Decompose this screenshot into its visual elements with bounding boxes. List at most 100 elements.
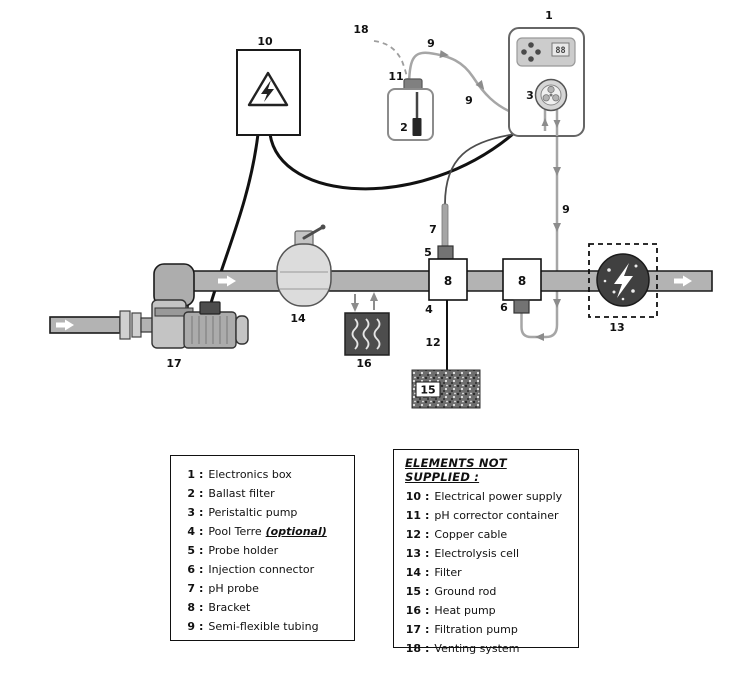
flow-arrow-inlet-icon [56, 319, 74, 331]
legend-item-number: 1 [187, 468, 195, 481]
legend-separator: : [199, 506, 204, 519]
legend-item-number: 14 [405, 566, 421, 579]
legend-item-label: Filtration pump [434, 623, 518, 636]
legend-separator: : [425, 490, 430, 503]
legend-item: 2:Ballast filter [185, 484, 348, 503]
label-filter: 14 [290, 312, 306, 325]
heat-pump-flow-arrows [351, 292, 378, 312]
legend-item-label: pH corrector container [434, 509, 559, 522]
heat-pump [344, 312, 390, 356]
flow-up-arrow-icon [541, 118, 549, 126]
legend-item-label: Semi-flexible tubing [208, 620, 319, 633]
legend-not-supplied: ELEMENTS NOT SUPPLIED : 10:Electrical po… [393, 449, 579, 655]
rotor-rollers [542, 85, 560, 102]
bracket-2 [502, 258, 542, 301]
flow-arrow-tube-icon [553, 167, 561, 176]
pump-motor-fins [191, 316, 228, 344]
flow-arrow-tube-icon [475, 80, 485, 90]
legend-separator: : [199, 582, 204, 595]
flow-arrow-tube-icon [535, 333, 544, 341]
legend-separator: : [425, 585, 430, 598]
legend-separator: : [199, 487, 204, 500]
legend-item: 12:Copper cable [405, 525, 572, 544]
bubbles-icon [603, 264, 638, 301]
heat-waves-icon [351, 318, 381, 350]
ground-rod-label-box [415, 381, 441, 398]
legend-separator: : [425, 642, 430, 655]
legend-item-label: Injection connector [208, 563, 315, 576]
pump-head [151, 299, 187, 349]
power-supply-box [236, 49, 301, 136]
legend-item-label: Electrical power supply [434, 490, 563, 503]
pump-union-fitting [131, 312, 142, 338]
label-heat-pump: 16 [356, 357, 372, 370]
legend-item-number: 18 [405, 642, 421, 655]
legend-separator: : [425, 566, 430, 579]
legend-item: 3:Peristaltic pump [185, 503, 348, 522]
legend-item: 14:Filter [405, 563, 572, 582]
injection-tube [520, 136, 561, 341]
legend-item-number: 11 [405, 509, 421, 522]
electrolysis-cell [588, 243, 658, 318]
legend-item-label: Probe holder [208, 544, 279, 557]
legend-item-number: 2 [187, 487, 195, 500]
label-tubing-2: 9 [465, 94, 473, 107]
label-ph-probe: 7 [429, 223, 437, 236]
flow-down-arrow-icon [553, 120, 561, 128]
flow-arrow-tube-icon [553, 299, 561, 308]
legend-item-label: Pool Terre [208, 525, 262, 538]
label-pool-terre: 4 [425, 303, 433, 316]
label-probe-holder: 5 [424, 246, 432, 259]
ground-rod [411, 369, 481, 409]
container-body [387, 88, 434, 141]
legend-separator: : [199, 601, 204, 614]
legend-item-label: Ground rod [434, 585, 497, 598]
legend-item-number: 15 [405, 585, 421, 598]
pump-terminal-box [199, 301, 221, 315]
venting-line [373, 40, 410, 87]
flow-arrow-main-icon [218, 275, 236, 287]
electrolysis-cell-boundary [588, 243, 658, 318]
injection-connector [513, 299, 530, 314]
display-screen [551, 42, 570, 57]
filter [276, 224, 332, 307]
legend-item: 15: Ground rod [405, 582, 572, 601]
legend-item-number: 8 [187, 601, 195, 614]
label-bracket-1: 8 [444, 274, 452, 288]
legend-item-number: 13 [405, 547, 421, 560]
filter-valve-knob [320, 224, 326, 230]
legend-separator: : [199, 563, 204, 576]
legend-item: 10:Electrical power supply [405, 487, 572, 506]
rotor-axle [549, 93, 553, 97]
legend-separator: : [425, 623, 430, 636]
control-buttons [521, 42, 541, 62]
label-tubing-3: 9 [562, 203, 570, 216]
label-copper-cable: 12 [425, 336, 440, 349]
legend-item: 7:pH probe [185, 579, 348, 598]
legend-item: 4:Pool Terre(optional) [185, 522, 348, 541]
diagram-labels: 1 10 18 9 11 2 3 9 9 7 5 8 8 4 6 12 15 1… [166, 9, 624, 397]
label-electronics-box: 1 [545, 9, 553, 22]
bracket-1 [428, 258, 468, 301]
pump-union-fitting [119, 310, 131, 340]
flow-arrow-outlet-icon [674, 275, 692, 287]
legend-item: 11:pH corrector container [405, 506, 572, 525]
filter-tank [276, 243, 332, 307]
legend-item-number: 4 [187, 525, 195, 538]
ph-probe [441, 203, 449, 249]
legend-separator: : [199, 544, 204, 557]
ballast-filter [412, 118, 422, 136]
legend-item-label: Electronics box [208, 468, 292, 481]
legend-item-number: 17 [405, 623, 421, 636]
legend-separator: : [199, 620, 204, 633]
legend-item-number: 9 [187, 620, 195, 633]
label-power-supply: 10 [257, 35, 273, 48]
legend-item: 5:Probe holder [185, 541, 348, 560]
label-filtration-pump: 17 [166, 357, 181, 370]
legend-title: ELEMENTS NOT SUPPLIED : [405, 456, 507, 484]
legend-item-number: 12 [405, 528, 421, 541]
flow-down-arrow-icon [351, 303, 359, 312]
legend-item: 1:Electronics box [185, 465, 348, 484]
